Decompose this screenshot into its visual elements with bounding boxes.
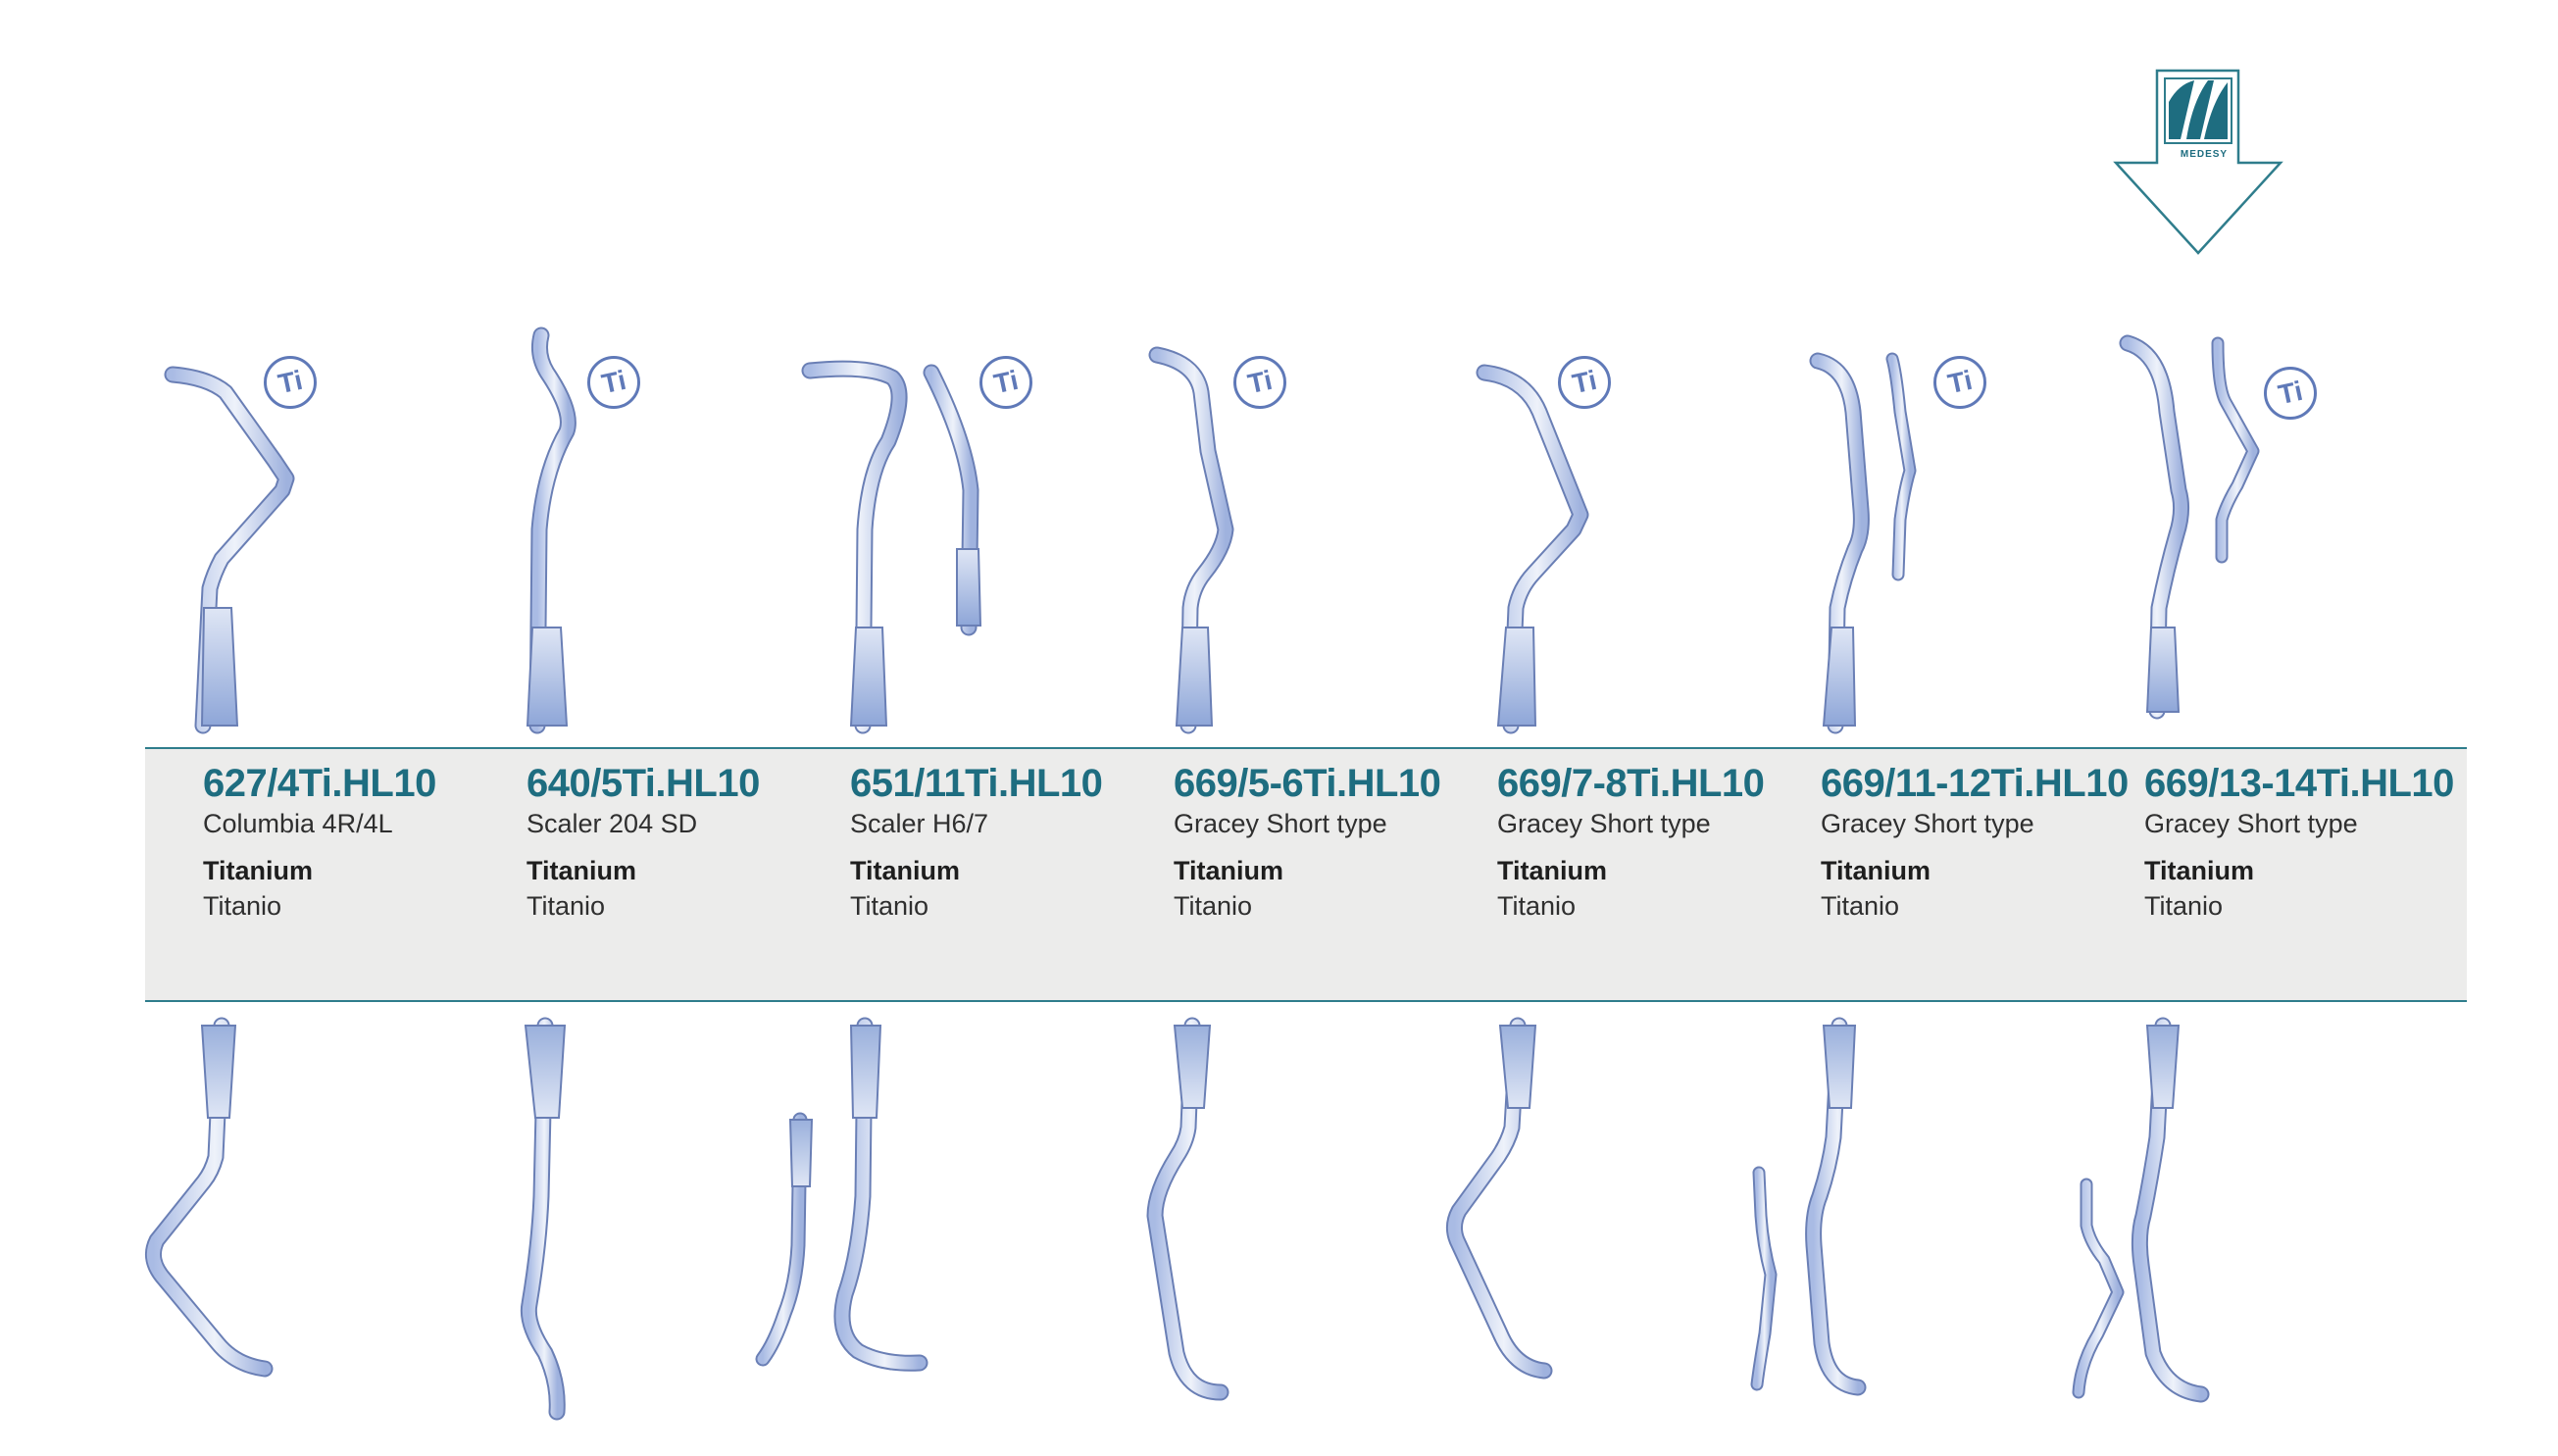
product-code: 627/4Ti.HL10 [203, 762, 436, 805]
instrument-640-top [526, 326, 577, 734]
product-material-alt: Titanio [2144, 891, 2224, 921]
product-material-alt: Titanio [1821, 891, 1900, 921]
instrument-627-top [164, 366, 295, 734]
product-627: 627/4Ti.HL10 Columbia 4R/4L Titanium Tit… [203, 761, 517, 922]
product-material-alt: Titanio [1497, 891, 1577, 921]
product-code: 669/7-8Ti.HL10 [1497, 762, 1765, 805]
product-material: Titanium [2144, 856, 2255, 885]
product-info-band [145, 747, 2467, 1002]
product-651: 651/11Ti.HL10 Scaler H6/7 Titanium Titan… [850, 761, 1164, 922]
titanium-badge-icon: Ti [587, 356, 640, 409]
product-code: 640/5Ti.HL10 [527, 762, 760, 805]
instrument-669-7-8-top [1476, 364, 1589, 734]
titanium-badge-icon: Ti [1558, 356, 1611, 409]
product-669-13-14: 669/13-14Ti.HL10 Gracey Short type Titan… [2144, 761, 2458, 922]
product-material: Titanium [850, 856, 961, 885]
instrument-669-5-6-bottom [1146, 1017, 1229, 1401]
product-name: Columbia 4R/4L [203, 809, 393, 838]
instrument-651-bottom [755, 1017, 928, 1372]
product-material: Titanium [203, 856, 314, 885]
product-material-alt: Titanio [850, 891, 929, 921]
product-669-11-12: 669/11-12Ti.HL10 Gracey Short type Titan… [1821, 761, 2134, 922]
instrument-669-5-6-top [1148, 346, 1234, 734]
product-640: 640/5Ti.HL10 Scaler 204 SD Titanium Tita… [527, 761, 840, 922]
product-material: Titanium [1174, 856, 1284, 885]
product-669-7-8: 669/7-8Ti.HL10 Gracey Short type Titaniu… [1497, 761, 1811, 922]
titanium-badge-icon: Ti [264, 356, 317, 409]
medesy-logo [2113, 69, 2283, 255]
product-material: Titanium [527, 856, 637, 885]
instrument-651-top [801, 360, 982, 734]
product-name: Gracey Short type [1497, 809, 1711, 838]
instrument-669-7-8-bottom [1445, 1017, 1553, 1380]
product-code: 669/11-12Ti.HL10 [1821, 762, 2129, 805]
titanium-badge-icon: Ti [979, 356, 1032, 409]
instrument-669-11-12-bottom [1750, 1017, 1867, 1396]
product-material-alt: Titanio [1174, 891, 1253, 921]
product-name: Gracey Short type [1174, 809, 1387, 838]
instrument-640-bottom [520, 1017, 567, 1421]
instrument-627-bottom [144, 1017, 274, 1378]
product-name: Gracey Short type [2144, 809, 2358, 838]
product-material: Titanium [1821, 856, 1931, 885]
product-name: Scaler 204 SD [527, 809, 698, 838]
product-name: Scaler H6/7 [850, 809, 989, 838]
product-669-5-6: 669/5-6Ti.HL10 Gracey Short type Titaniu… [1174, 761, 1487, 922]
instrument-669-11-12-top [1809, 352, 1917, 734]
titanium-badge-icon: Ti [1933, 356, 1986, 409]
product-code: 669/13-14Ti.HL10 [2144, 762, 2454, 805]
instrument-669-13-14-top [2119, 334, 2260, 720]
titanium-badge-icon: Ti [2264, 367, 2317, 420]
product-code: 651/11Ti.HL10 [850, 762, 1103, 805]
product-material: Titanium [1497, 856, 1608, 885]
instrument-669-13-14-bottom [2072, 1017, 2210, 1403]
product-material-alt: Titanio [203, 891, 282, 921]
titanium-badge-icon: Ti [1233, 356, 1286, 409]
product-material-alt: Titanio [527, 891, 606, 921]
logo-text: MEDESY [2180, 149, 2229, 160]
product-code: 669/5-6Ti.HL10 [1174, 762, 1441, 805]
product-name: Gracey Short type [1821, 809, 2034, 838]
